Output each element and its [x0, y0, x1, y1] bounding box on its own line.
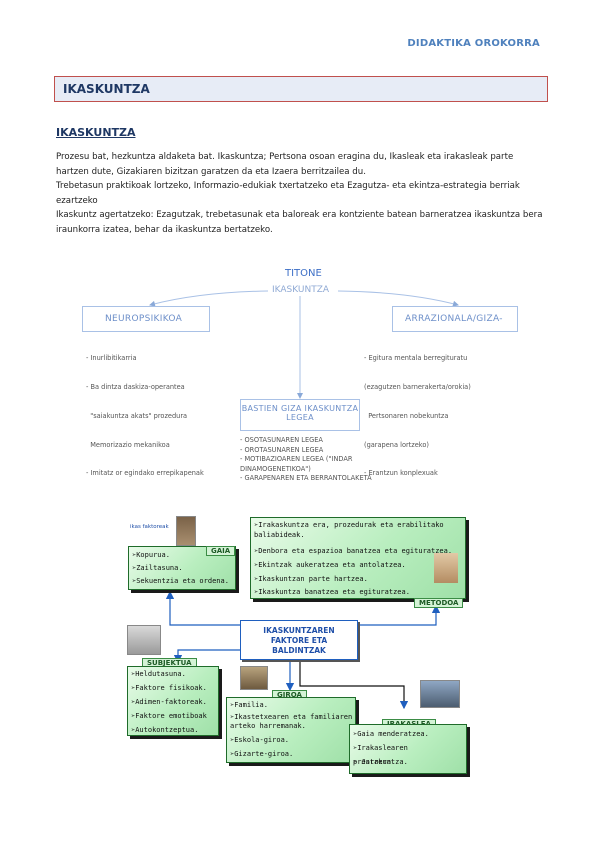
- student-image: [127, 625, 161, 655]
- center-line-2: FAKTORE ETA: [241, 636, 357, 646]
- subjektua-item: ➢Heldutasuna.: [131, 667, 186, 681]
- gaia-item: ➢Kopurua.: [132, 548, 170, 562]
- giroa-item: ➢Gizarte-giroa.: [230, 747, 293, 761]
- gaia-item: ➢Zailtasuna.: [132, 561, 183, 575]
- gaia-item: ➢Sekuentzia eta ordena.: [132, 574, 229, 588]
- subjektua-item: ➢Faktore fisikoak.: [131, 681, 207, 695]
- giroa-box: ➢Familia. ➢Ikastetxearen eta familiaren …: [226, 697, 356, 763]
- giroa-item: ➢Eskola-giroa.: [230, 733, 289, 747]
- center-line-3: BALDINTZAK: [241, 646, 357, 656]
- irakaslea-item: ➢ Jarrera.: [353, 755, 395, 769]
- subjektua-item: ➢Faktore emotiboak: [131, 709, 207, 723]
- subjektua-item: ➢Adimen-faktoreak.: [131, 695, 207, 709]
- teacher-image: [420, 680, 460, 708]
- family-image: [240, 666, 268, 690]
- center-line-1: IKASKUNTZAREN: [241, 626, 357, 636]
- subjektua-item: ➢Autokontzeptua.: [131, 723, 198, 737]
- irakaslea-item: ➢Gaia menderatzea.: [353, 727, 429, 741]
- metodoa-item: ➢Ikaskuntzan parte hartzea.: [254, 572, 368, 586]
- metodoa-item: ➢Ikaskuntza banatzea eta egituratzea.: [254, 585, 410, 599]
- metodoa-item: ➢Ekintzak aukeratzea eta antolatzea.: [254, 558, 406, 572]
- giroa-item: ➢Familia.: [230, 698, 268, 712]
- child-image: [434, 553, 458, 583]
- corner-caption: ikas faktoreak: [130, 524, 169, 530]
- irakaslea-box: ➢Gaia menderatzea. ➢Irakaslearen prestak…: [349, 724, 467, 774]
- factors-center-box: IKASKUNTZAREN FAKTORE ETA BALDINTZAK: [240, 620, 358, 660]
- metodoa-item: ➢Denbora eta espazioa banatzea eta egitu…: [254, 544, 452, 558]
- metodoa-tag: METODOA: [414, 598, 463, 608]
- subjektua-box: ➢Heldutasuna. ➢Faktore fisikoak. ➢Adimen…: [127, 666, 219, 736]
- metodoa-item: baliabideak.: [254, 530, 305, 541]
- gaia-tag: GAIA: [206, 546, 235, 556]
- giroa-item: arteko harremanak.: [230, 721, 306, 731]
- books-image: [176, 516, 196, 546]
